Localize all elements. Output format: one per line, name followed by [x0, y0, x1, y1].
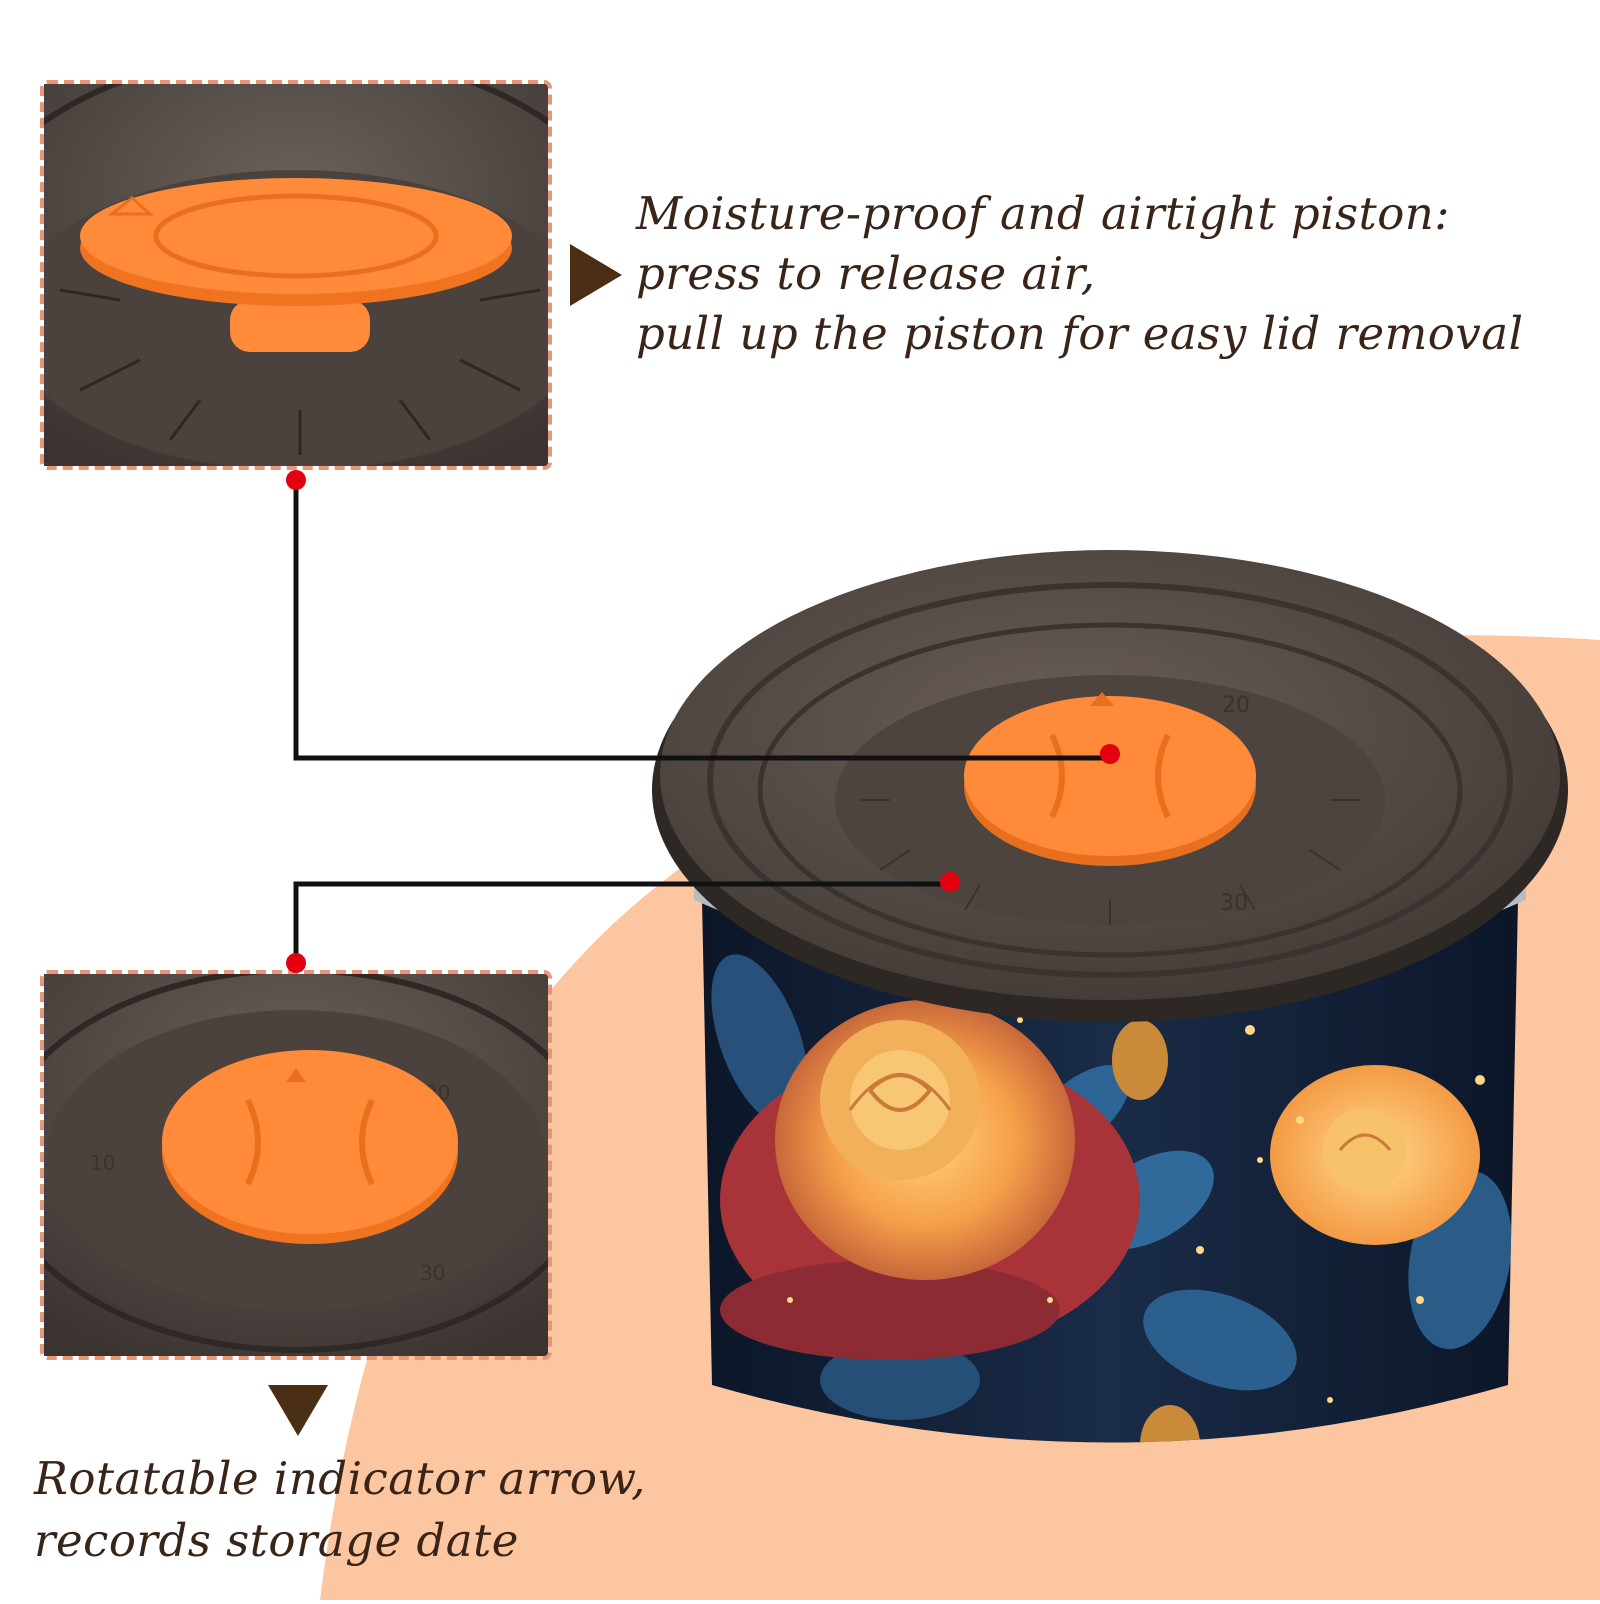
- callout-dot: [286, 953, 306, 973]
- caption-line: pull up the piston for easy lid removal: [636, 307, 1524, 360]
- svg-text:20: 20: [1222, 693, 1250, 718]
- callout-dot: [286, 470, 306, 490]
- svg-text:10: 10: [90, 1151, 115, 1175]
- callout-connectors: [286, 470, 1120, 973]
- caption-line: records storage date: [34, 1514, 519, 1567]
- piston-connector-line: [293, 480, 1110, 761]
- svg-text:30: 30: [1220, 891, 1248, 916]
- caption-line: Moisture-proof and airtight piston:: [636, 187, 1450, 240]
- piston-caption: Moisture-proof and airtight piston: pres…: [636, 184, 1524, 364]
- indicator-caption: Rotatable indicator arrow, records stora…: [34, 1448, 646, 1572]
- indicator-closeup-inset: 20 10 30: [40, 970, 552, 1360]
- canister-body: [694, 880, 1526, 1443]
- caption-line: press to release air,: [636, 247, 1096, 300]
- triangle-down-icon: [268, 1385, 328, 1436]
- piston-button: [964, 692, 1256, 866]
- canister: 20 30: [652, 550, 1568, 1443]
- triangle-right-icon: [570, 244, 622, 306]
- small-rose: [1270, 1065, 1480, 1245]
- indicator-connector-line: [293, 881, 950, 963]
- piston-closeup-inset: [40, 80, 552, 470]
- caption-line: Rotatable indicator arrow,: [34, 1452, 646, 1505]
- callout-dot: [1100, 744, 1120, 764]
- svg-text:30: 30: [420, 1261, 445, 1285]
- large-rose: [720, 1000, 1140, 1360]
- callout-dot: [940, 872, 960, 892]
